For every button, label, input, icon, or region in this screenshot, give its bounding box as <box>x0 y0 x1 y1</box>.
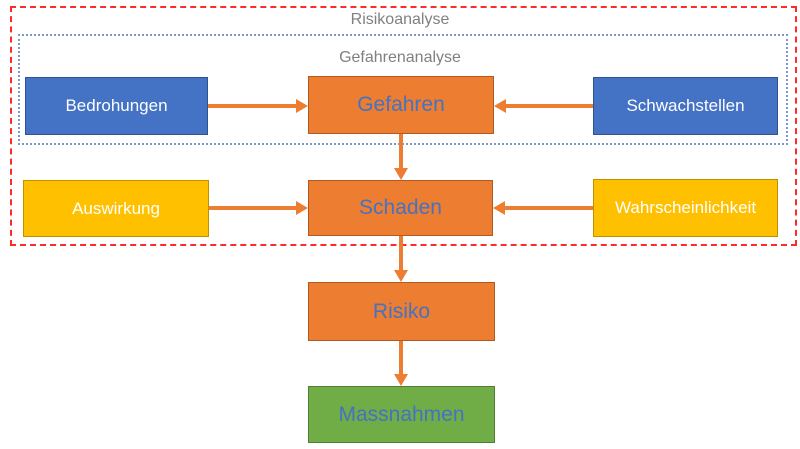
gefahrenanalyse-group-label: Gefahrenanalyse <box>339 49 461 66</box>
risikoanalyse-group-frame <box>10 6 797 246</box>
arrowhead-down-icon <box>394 270 408 282</box>
node-schaden: Schaden <box>308 180 493 236</box>
arrow-risiko-to-massnahmen <box>394 341 408 386</box>
arrowhead-right-icon <box>296 99 308 113</box>
node-massnahmen: Massnahmen <box>308 386 495 443</box>
arrowhead-left-icon <box>493 201 505 215</box>
arrowhead-down-icon <box>394 374 408 386</box>
node-risiko: Risiko <box>308 282 495 341</box>
node-auswirkung: Auswirkung <box>23 180 209 237</box>
arrowhead-right-icon <box>296 201 308 215</box>
arrow-schaden-to-risiko <box>394 236 408 282</box>
arrow-gefahren-to-schaden <box>394 134 408 180</box>
arrow-bedrohungen-to-gefahren <box>208 99 308 113</box>
arrow-wahrscheinlichkeit-to-schaden <box>493 201 593 215</box>
node-wahrscheinlichkeit: Wahrscheinlichkeit <box>593 179 778 237</box>
arrow-schwachstellen-to-gefahren <box>494 99 593 113</box>
node-schwachstellen: Schwachstellen <box>593 77 778 135</box>
gefahrenanalyse-group-frame <box>18 34 788 145</box>
arrowhead-left-icon <box>494 99 506 113</box>
risikoanalyse-group-label: Risikoanalyse <box>350 11 450 28</box>
arrow-auswirkung-to-schaden <box>209 201 308 215</box>
node-bedrohungen: Bedrohungen <box>25 77 208 135</box>
node-gefahren: Gefahren <box>308 76 494 134</box>
arrowhead-down-icon <box>394 168 408 180</box>
